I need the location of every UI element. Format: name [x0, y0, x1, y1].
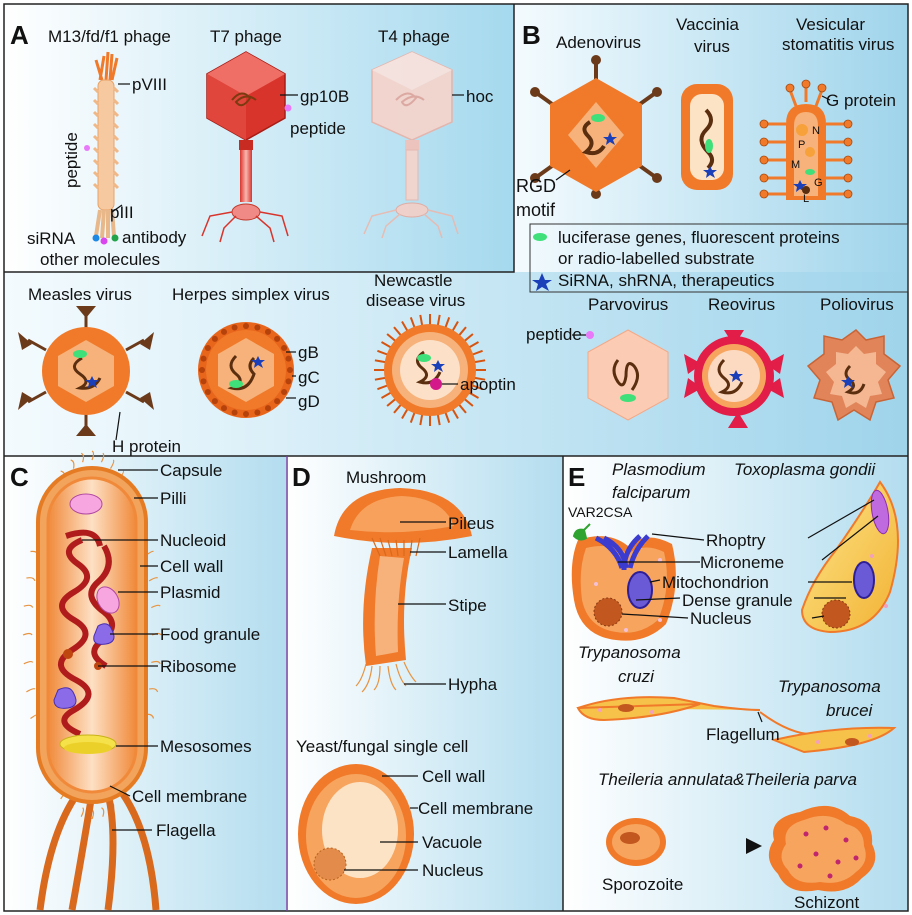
label-flagella: Flagella [156, 821, 216, 840]
vsv-m: M [791, 159, 800, 171]
label-schizont: Schizont [794, 893, 859, 912]
label-var2csa: VAR2CSA [568, 504, 633, 520]
label-mesosomes: Mesosomes [160, 737, 252, 756]
label-gp10b: gp10B [300, 87, 349, 106]
label-g-protein: G protein [826, 91, 896, 110]
label-cell-wall: Cell wall [160, 557, 223, 576]
label-nucleoid: Nucleoid [160, 531, 226, 550]
yeast-cell [298, 764, 414, 904]
reo-title: Reovirus [708, 295, 775, 314]
vaccinia-title-1: Vaccinia [676, 15, 740, 34]
plasmodium-title-2: falciparum [612, 483, 690, 502]
yeast-title: Yeast/fungal single cell [296, 737, 468, 756]
plasmodium-title-1: Plasmodium [612, 460, 706, 479]
label-capsule: Capsule [160, 461, 222, 480]
label-flagellum: Flagellum [706, 725, 780, 744]
label-mitochondrion: Mitochondrion [662, 573, 769, 592]
label-yeast-nucleus: Nucleus [422, 861, 483, 880]
tbrucei-title-2: brucei [826, 701, 874, 720]
label-yeast-cell-wall: Cell wall [422, 767, 485, 786]
t7-title: T7 phage [210, 27, 282, 46]
polio-title: Poliovirus [820, 295, 894, 314]
toxo-title: Toxoplasma gondii [734, 460, 876, 479]
label-food-granule: Food granule [160, 625, 260, 644]
label-nucleus-e: Nucleus [690, 609, 751, 628]
measles-title: Measles virus [28, 285, 132, 304]
vsv-p: P [798, 139, 805, 151]
label-hypha: Hypha [448, 675, 498, 694]
label-gb: gB [298, 343, 319, 362]
panel-e-letter: E [568, 462, 585, 492]
mushroom-title: Mushroom [346, 468, 426, 487]
vsv-n: N [812, 125, 820, 137]
herpes-virus [198, 322, 294, 418]
legend-green-text-2: or radio-labelled substrate [558, 249, 755, 268]
tbrucei-title-1: Trypanosoma [778, 677, 881, 696]
herpes-title: Herpes simplex virus [172, 285, 330, 304]
m13-title: M13/fd/f1 phage [48, 27, 171, 46]
label-dense-granule: Dense granule [682, 591, 793, 610]
label-pileus: Pileus [448, 514, 494, 533]
label-microneme: Microneme [700, 553, 784, 572]
label-sporozoite: Sporozoite [602, 875, 683, 894]
tcruzi-title-2: cruzi [618, 667, 655, 686]
legend-green-text-1: luciferase genes, fluorescent proteins [558, 228, 840, 247]
label-pviii: pVIII [132, 75, 167, 94]
label-gd: gD [298, 392, 320, 411]
label-peptide-t7: peptide [290, 119, 346, 138]
label-plasmid: Plasmid [160, 583, 220, 602]
panel-d-letter: D [292, 462, 311, 492]
label-stipe: Stipe [448, 596, 487, 615]
theileria-title: Theileria annulata&Theileria parva [598, 770, 857, 789]
label-peptide-vertical: peptide [62, 132, 81, 188]
legend-blue-text: SiRNA, shRNA, therapeutics [558, 271, 774, 290]
label-apoptin: apoptin [460, 375, 516, 394]
ndv-title-1: Newcastle [374, 271, 452, 290]
vaccinia-virus [681, 84, 733, 190]
vsv-title-2: stomatitis virus [782, 35, 894, 54]
label-lamella: Lamella [448, 543, 508, 562]
legend-green-marker [533, 233, 547, 241]
vsv-title-1: Vesicular [796, 15, 865, 34]
label-piii: pIII [110, 203, 134, 222]
label-rhoptry: Rhoptry [706, 531, 766, 550]
label-sirna: siRNA [27, 229, 76, 248]
t4-title: T4 phage [378, 27, 450, 46]
parvo-title: Parvovirus [588, 295, 668, 314]
rgd-label-2: motif [516, 200, 556, 220]
label-ribosome: Ribosome [160, 657, 237, 676]
label-yeast-cell-membrane: Cell membrane [418, 799, 533, 818]
adenovirus-title: Adenovirus [556, 33, 641, 52]
vsv-l: L [803, 193, 809, 205]
label-antibody: antibody [122, 228, 187, 247]
label-hoc: hoc [466, 87, 494, 106]
vaccinia-title-2: virus [694, 37, 730, 56]
panel-b-letter: B [522, 20, 541, 50]
label-gc: gC [298, 368, 320, 387]
sporozoite [606, 818, 666, 866]
label-cell-membrane: Cell membrane [132, 787, 247, 806]
tcruzi-title-1: Trypanosoma [578, 643, 681, 662]
label-yeast-vacuole: Vacuole [422, 833, 482, 852]
label-other-molecules: other molecules [40, 250, 160, 269]
ndv-title-2: disease virus [366, 291, 465, 310]
label-h-protein: H protein [112, 437, 181, 456]
panel-c-letter: C [10, 462, 29, 492]
vsv-g: G [814, 177, 823, 189]
rgd-label-1: RGD [516, 176, 556, 196]
label-pilli: Pilli [160, 489, 186, 508]
panel-a-letter: A [10, 20, 29, 50]
